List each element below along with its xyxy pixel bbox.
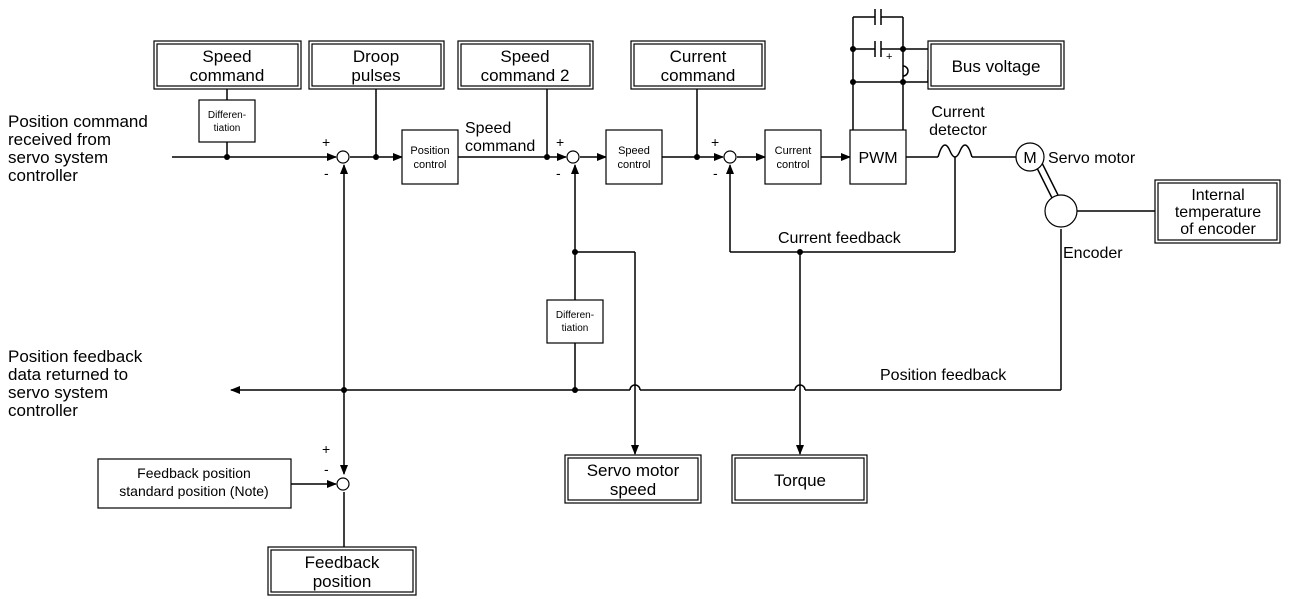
svg-text:Torque: Torque <box>774 471 826 490</box>
svg-text:Differen-: Differen- <box>556 310 594 321</box>
svg-text:Differen-: Differen- <box>208 110 246 121</box>
servo-motor-speed-monitor: Servo motor speed <box>564 454 702 504</box>
svg-text:M: M <box>1023 150 1036 167</box>
svg-text:command: command <box>190 66 265 85</box>
minus-sign: - <box>324 165 329 181</box>
svg-text:command 2: command 2 <box>481 66 570 85</box>
servo-motor-label: Servo motor <box>1048 150 1136 167</box>
current-feedback-label: Current feedback <box>778 230 902 247</box>
svg-text:of encoder: of encoder <box>1180 221 1256 238</box>
svg-text:Position command: Position command <box>8 112 148 131</box>
svg-text:servo system: servo system <box>8 383 108 402</box>
svg-text:control: control <box>776 159 809 171</box>
svg-text:Internal: Internal <box>1191 187 1244 204</box>
pwm-block: PWM <box>849 129 907 185</box>
servo-motor-symbol: M <box>1015 142 1045 172</box>
signal-wires <box>172 9 1155 547</box>
svg-text:received from: received from <box>8 130 111 149</box>
droop-pulses-monitor: Droop pulses <box>308 40 445 90</box>
speed-summing-junction <box>566 150 580 164</box>
svg-text:Position feedback: Position feedback <box>8 347 143 366</box>
minus-sign: - <box>713 165 718 181</box>
svg-text:PWM: PWM <box>858 150 897 167</box>
encoder-symbol <box>1044 194 1078 228</box>
svg-text:position: position <box>313 572 372 591</box>
bus-voltage-monitor: Bus voltage <box>927 40 1065 90</box>
svg-text:Servo motor: Servo motor <box>587 461 680 480</box>
plus-sign: + <box>322 441 330 457</box>
svg-text:control: control <box>413 159 446 171</box>
plus-sign: + <box>556 134 564 150</box>
svg-text:command: command <box>661 66 736 85</box>
svg-text:control: control <box>617 159 650 171</box>
svg-text:data returned to: data returned to <box>8 365 128 384</box>
svg-text:Feedback position: Feedback position <box>137 465 251 481</box>
torque-monitor: Torque <box>731 454 868 504</box>
current-summing-junction <box>723 150 737 164</box>
speed-command-wire-label: Speed command <box>465 120 535 155</box>
position-feedback-data-label: Position feedback data returned to servo… <box>8 347 143 420</box>
plus-sign: + <box>322 134 330 150</box>
plus-sign: + <box>711 134 719 150</box>
differentiation-block: Differen- tiation <box>546 299 604 344</box>
feedback-position-summing-junction <box>336 477 350 491</box>
differentiation-block: Differen- tiation <box>198 99 256 143</box>
svg-text:standard position (Note): standard position (Note) <box>119 483 268 499</box>
svg-text:Current: Current <box>670 47 727 66</box>
svg-text:controller: controller <box>8 166 78 185</box>
svg-text:speed: speed <box>610 480 656 499</box>
svg-text:Speed: Speed <box>465 120 511 137</box>
position-feedback-label: Position feedback <box>880 367 1007 384</box>
svg-text:pulses: pulses <box>351 66 400 85</box>
svg-text:controller: controller <box>8 401 78 420</box>
svg-text:Position: Position <box>410 145 449 157</box>
speed-command-monitor: Speed command <box>153 40 302 90</box>
capacitor-plus-sign: + <box>886 51 892 63</box>
svg-text:Feedback: Feedback <box>305 553 380 572</box>
minus-sign: - <box>324 461 329 477</box>
current-control-block: Current control <box>764 129 822 185</box>
internal-temperature-monitor: Internal temperature of encoder <box>1154 179 1281 244</box>
svg-text:Speed: Speed <box>618 145 650 157</box>
position-summing-junction <box>336 150 350 164</box>
svg-text:servo system: servo system <box>8 148 108 167</box>
encoder-label: Encoder <box>1063 245 1123 262</box>
svg-text:Current: Current <box>931 104 985 121</box>
svg-text:Speed: Speed <box>202 47 251 66</box>
svg-text:Speed: Speed <box>500 47 549 66</box>
feedback-position-monitor: Feedback position <box>267 546 417 596</box>
current-detector-label: Current detector <box>929 104 987 139</box>
svg-text:Current: Current <box>775 145 812 157</box>
position-command-label: Position command received from servo sys… <box>8 112 148 185</box>
svg-text:Bus voltage: Bus voltage <box>952 57 1041 76</box>
svg-text:tiation: tiation <box>562 323 589 334</box>
junction-dots <box>224 46 906 393</box>
feedback-standard-position-block: Feedback position standard position (Not… <box>97 458 292 509</box>
current-command-monitor: Current command <box>630 40 766 90</box>
svg-text:tiation: tiation <box>214 123 241 134</box>
svg-text:Droop: Droop <box>353 47 399 66</box>
minus-sign: - <box>556 165 561 181</box>
speed-control-block: Speed control <box>605 129 663 185</box>
speed-command-2-monitor: Speed command 2 <box>457 40 594 90</box>
position-control-block: Position control <box>401 129 459 185</box>
svg-text:detector: detector <box>929 122 987 139</box>
svg-text:command: command <box>465 138 535 155</box>
svg-text:temperature: temperature <box>1175 204 1261 221</box>
